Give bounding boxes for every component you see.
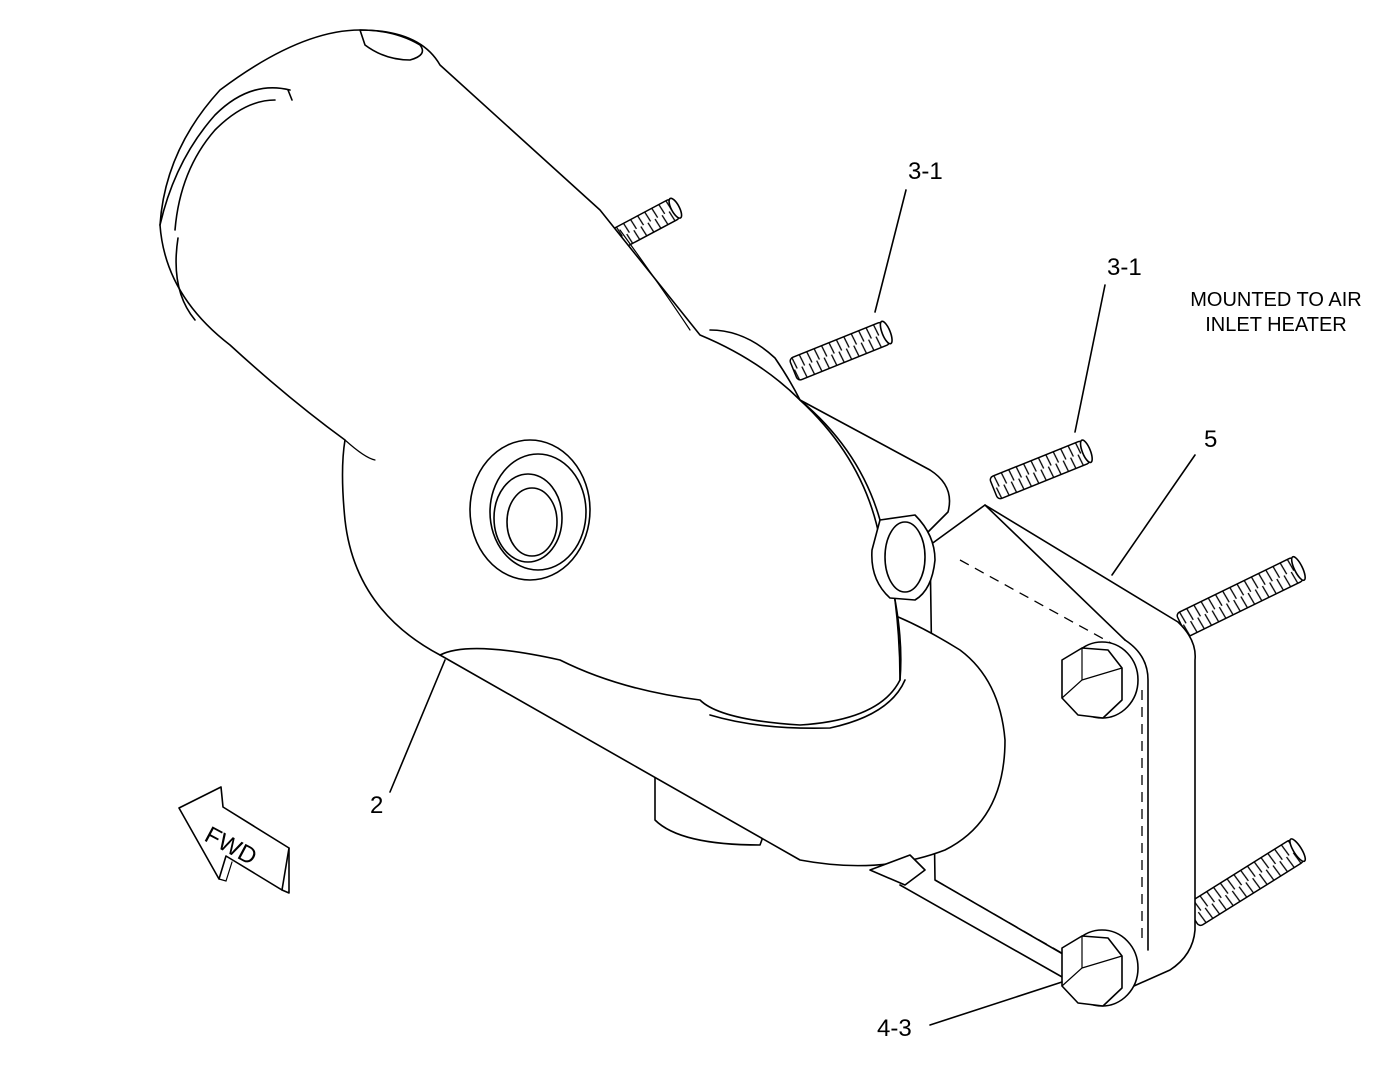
center-boss (469, 439, 591, 581)
callout-plate: 5 (1204, 426, 1217, 453)
fwd-direction-arrow: FWD (178, 786, 290, 894)
note-line-2: INLET HEATER (1205, 314, 1347, 336)
elbow-body (159, 29, 1006, 867)
rear-flange (799, 399, 951, 541)
callout-stud-upper: 3-1 (908, 158, 943, 185)
stud-right-upper (1176, 555, 1306, 637)
bolt-lower (1061, 929, 1139, 1007)
callout-bolt: 4-3 (877, 1015, 912, 1042)
callout-elbow: 2 (370, 792, 383, 819)
callout-stud-lower: 3-1 (1107, 254, 1142, 281)
stud-upper-right (789, 320, 893, 381)
adapter-plate (899, 504, 1196, 991)
stud-right-lower (1186, 838, 1307, 927)
leader-lines (389, 189, 1196, 1026)
flange-nut (869, 514, 936, 886)
note-line-1: MOUNTED TO AIR (1190, 289, 1362, 311)
bolt-upper (1061, 641, 1139, 719)
stud-middle (989, 439, 1093, 500)
